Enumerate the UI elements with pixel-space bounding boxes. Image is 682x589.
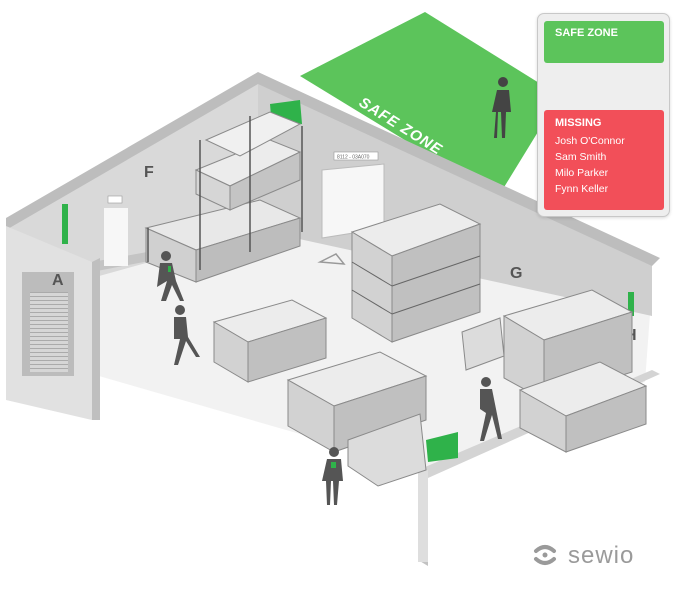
safe-zone-title: SAFE ZONE [555,27,618,39]
anchor-left-wall [62,204,68,244]
anchor-front [426,432,458,462]
wall-letter-a: A [52,272,64,289]
worker-3 [480,377,502,441]
front-pillar-face [418,470,428,562]
rack-group-front-left [212,299,428,487]
door-sign [333,151,379,161]
missing-person: Fynn Keller [555,183,609,195]
missing-person: Josh O'Connor [555,135,625,147]
back-wall-top [6,72,660,266]
anchor-right-wall [628,292,634,316]
missing-section: MISSING Josh O'Connor Sam Smith Milo Par… [544,110,664,210]
worker-2 [174,305,200,365]
missing-person: Sam Smith [555,151,607,163]
worker-4 [322,447,343,505]
sewio-logo: sewio [530,538,680,574]
back-left-door-sign [107,195,123,204]
worker-safe-zone [492,77,511,138]
safe-zone-header: SAFE ZONE [544,21,664,63]
sewio-logo-icon [534,545,556,565]
back-left-doorway [104,208,128,266]
left-wall-side [92,258,100,420]
back-wall-right [258,80,652,316]
sewio-logo-text: sewio [568,542,635,569]
wall-letter-f: F [144,164,154,181]
worker-1 [157,251,184,301]
door-a-shutter [30,292,68,372]
safe-zone-floor [300,12,560,197]
rack-group-g [461,289,648,453]
missing-person: Milo Parker [555,167,609,179]
door-sign-text: 8112 - 03A070 [337,155,370,161]
zone-status-panel: SAFE ZONE MISSING Josh O'Connor Sam Smit… [537,13,670,217]
wall-letter-g: G [510,265,522,282]
rack-group-f [144,111,303,283]
rack-group-center [350,203,482,343]
floor-marker [317,253,346,265]
missing-title: MISSING [555,117,602,129]
